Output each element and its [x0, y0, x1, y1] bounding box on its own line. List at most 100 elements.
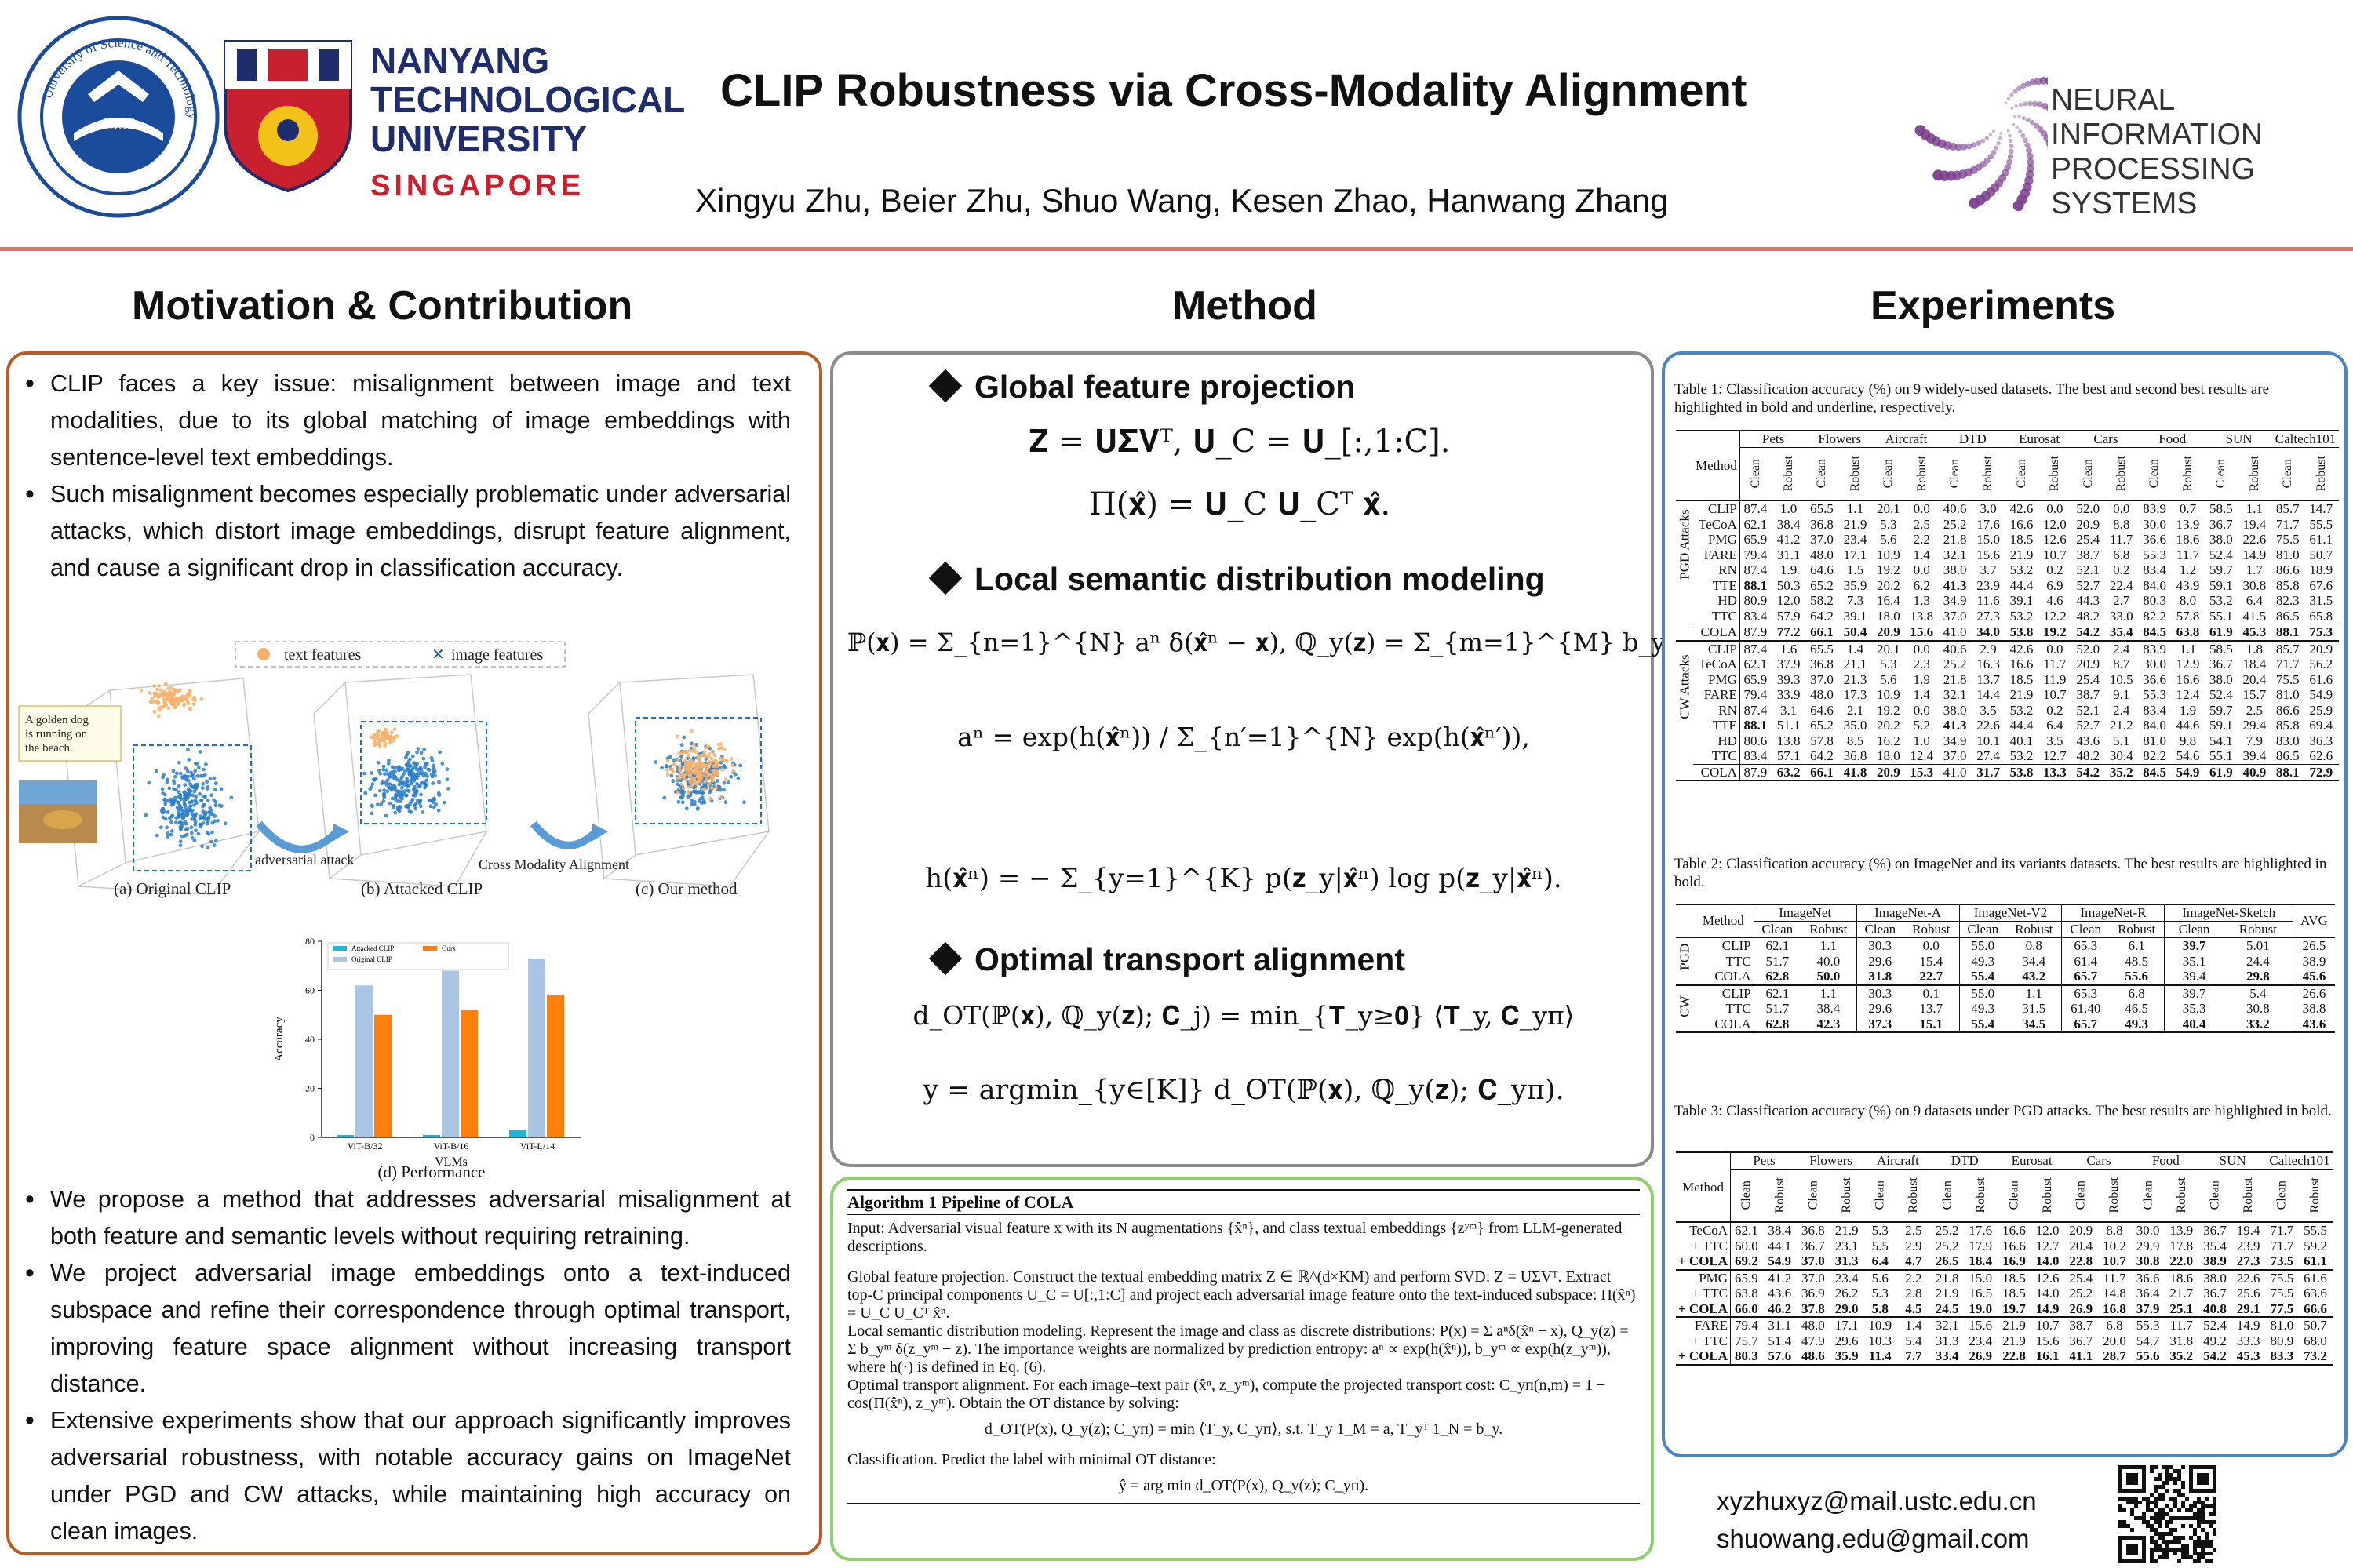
value-cell: 14.9 [2035, 1301, 2060, 1316]
logo-dot [2004, 101, 2008, 105]
value-cell: 39.7 [2182, 938, 2206, 953]
feature-point [415, 750, 419, 755]
value-cell: 18.0 [1876, 748, 1900, 763]
value-cell: 5.1 [2113, 733, 2130, 748]
feature-point [183, 819, 188, 824]
value-cell: 49.3 [1971, 1001, 1995, 1016]
value-cell: 81.0 [2270, 1318, 2294, 1333]
value-cell: 18.6 [2169, 1270, 2194, 1286]
qr-module [2181, 1552, 2185, 1555]
feature-point [198, 791, 202, 796]
value-cell: 3.7 [1980, 562, 1997, 577]
feature-point [163, 682, 168, 686]
value-cell: 80.3 [2143, 593, 2166, 608]
feature-point [421, 773, 426, 778]
feature-point [409, 799, 413, 804]
value-cell: 55.1 [2209, 748, 2233, 763]
feature-point [669, 767, 673, 771]
value-cell: 64.6 [1810, 562, 1834, 577]
feature-point [699, 753, 704, 758]
value-cell: 32.1 [1943, 547, 1967, 562]
qr-module [2150, 1524, 2154, 1528]
method-cell: TeCoA [1676, 1222, 1732, 1239]
feature-point [696, 755, 701, 759]
logo-dot [1969, 197, 1980, 209]
value-cell: 62.1 [1765, 938, 1790, 953]
method-cell: PMG [1693, 532, 1740, 548]
value-cell: 33.2 [2223, 1016, 2293, 1032]
sub-header-text: Robust [2114, 456, 2128, 492]
qr-module [2205, 1559, 2209, 1563]
heading-text: Optimal transport alignment [974, 941, 1405, 977]
feature-point [170, 813, 175, 818]
value-cell: 41.1 [2069, 1348, 2093, 1363]
feature-point [191, 777, 196, 781]
section-title-experiments: Experiments [1870, 283, 2116, 329]
email-link[interactable]: xyzhuxyz@mail.ustc.edu.cn [1717, 1486, 2037, 1515]
value-cell: 86.5 [2275, 748, 2300, 763]
group-label: PGD [1676, 937, 1693, 985]
logo-dot [1987, 153, 1994, 160]
logo-dot [2008, 148, 2014, 155]
value-cell: 5.3 [1871, 1286, 1889, 1301]
value-cell: 0.0 [1913, 501, 1930, 516]
ntu-line-3: UNIVERSITY [370, 118, 588, 159]
feature-point [731, 769, 736, 773]
email-link[interactable]: shuowang.edu@gmail.com [1717, 1524, 2030, 1553]
feature-point [399, 799, 402, 803]
feature-point [698, 799, 701, 803]
value-cell: 4.6 [2046, 593, 2063, 608]
value-cell: 37.0 [1810, 532, 1834, 547]
qr-code[interactable] [2118, 1465, 2216, 1563]
feature-point [178, 839, 183, 844]
value-cell: 10.7 [2043, 547, 2067, 562]
feature-point [715, 779, 719, 783]
sub-header: Robust [1801, 921, 1857, 937]
value-cell: 1.1 [2246, 501, 2263, 516]
feature-point [163, 701, 167, 706]
feature-point [194, 795, 199, 799]
value-cell: 57.9 [1776, 608, 1801, 624]
feature-point [389, 730, 394, 735]
sub-header-text: Clean [2074, 1181, 2088, 1210]
value-cell: 67.6 [2309, 577, 2333, 593]
feature-point [169, 820, 173, 824]
value-cell: 44.3 [2076, 593, 2100, 608]
value-cell: 2.4 [2113, 702, 2130, 718]
value-cell: 51.7 [1765, 953, 1790, 969]
feature-point [212, 776, 217, 780]
qr-module [2197, 1536, 2201, 1540]
logo-dot [2018, 102, 2023, 107]
poster-title: CLIP Robustness via Cross-Modality Align… [720, 65, 1747, 116]
feature-point [709, 786, 714, 790]
feature-point [410, 768, 414, 772]
value-cell: 81.0 [2143, 733, 2166, 748]
qr-module [2154, 1544, 2158, 1548]
feature-point [434, 802, 439, 806]
value-cell: 86.6 [2275, 702, 2300, 718]
value-cell: 14.8 [2103, 1286, 2126, 1301]
feature-point [671, 779, 676, 784]
feature-point [152, 709, 157, 714]
value-cell: 16.2 [1876, 733, 1900, 748]
qr-module [2165, 1532, 2169, 1536]
qr-module [2177, 1540, 2181, 1544]
value-cell: 5.8 [1871, 1301, 1889, 1316]
qr-module [2173, 1501, 2177, 1504]
feature-point [687, 753, 690, 758]
feature-point [201, 820, 206, 825]
value-cell: 50.7 [2304, 1318, 2327, 1333]
qr-module [2158, 1516, 2162, 1520]
value-cell: 8.8 [2106, 1223, 2123, 1238]
value-cell: 61.6 [2304, 1270, 2327, 1286]
sub-header: Robust [2103, 447, 2139, 500]
logo-dot [2027, 164, 2035, 173]
qr-module [2158, 1473, 2162, 1477]
qr-module [2177, 1516, 2181, 1520]
corner-cell [1676, 431, 1693, 447]
qr-module [2150, 1465, 2154, 1469]
